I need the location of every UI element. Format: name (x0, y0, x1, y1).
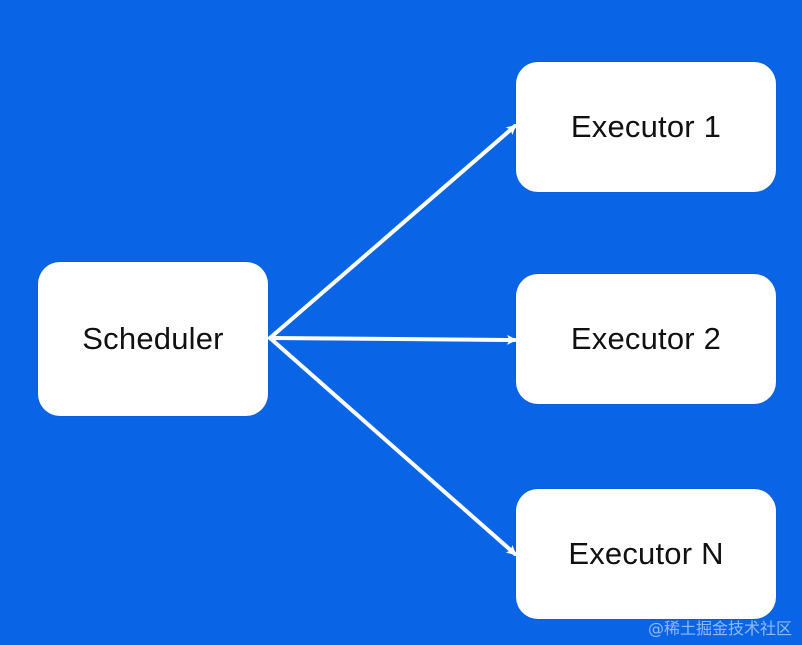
scheduler-node: Scheduler (38, 262, 268, 416)
arrow-to-executor-n (268, 336, 517, 556)
watermark: @稀土掘金技术社区 (647, 619, 792, 638)
executor-1-label: Executor 1 (570, 109, 722, 144)
executor-n-node: Executor N (516, 489, 776, 619)
executor-n-label: Executor N (568, 536, 724, 571)
executor-1-node: Executor 1 (516, 62, 776, 192)
scheduler-label: Scheduler (82, 321, 224, 356)
arrow-to-executor-2 (268, 334, 517, 345)
arrow-to-executor-1 (268, 124, 517, 340)
executor-2-label: Executor 2 (570, 321, 722, 356)
executor-2-node: Executor 2 (516, 274, 776, 404)
